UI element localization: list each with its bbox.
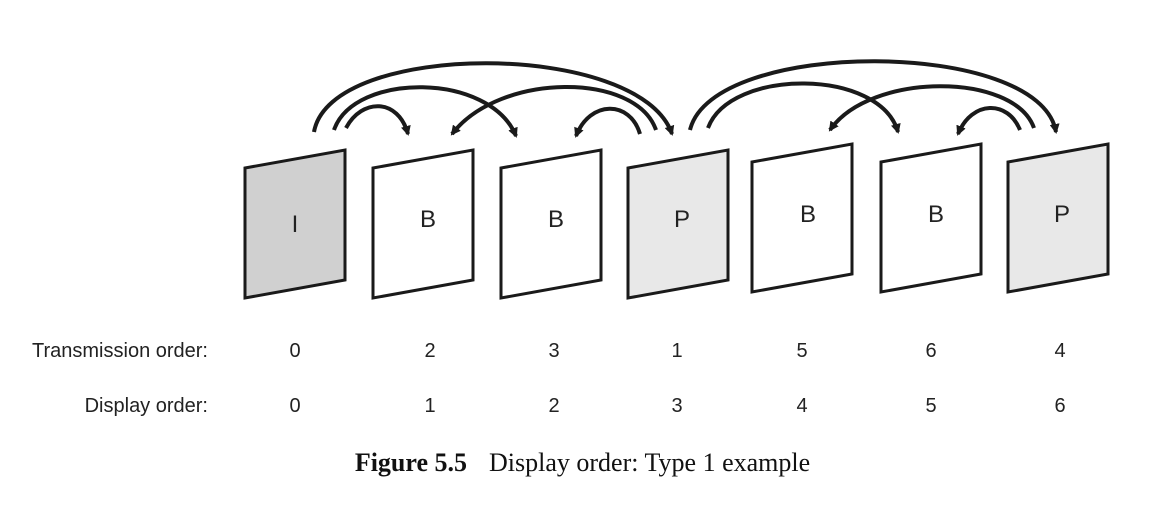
frame-5-shape <box>879 142 983 294</box>
arrow-P-to-P <box>688 59 1060 134</box>
frame-6-type: P <box>1054 201 1070 228</box>
arrow-P-to-B1 <box>450 85 658 136</box>
frame-5: B <box>879 142 983 294</box>
display-order-value: 4 <box>796 395 808 417</box>
frame-2-shape <box>499 148 603 300</box>
frame-4-shape <box>750 142 854 294</box>
display-order-value: 0 <box>289 395 301 417</box>
frame-5-type: B <box>928 201 944 228</box>
arrow-P-to-B4 <box>706 81 901 134</box>
arrow-P-to-B2 <box>574 106 642 138</box>
display-order-value: 3 <box>671 395 683 417</box>
display-order-value: 5 <box>925 395 937 417</box>
frame-0-shape <box>243 148 347 300</box>
transmission-order-value: 4 <box>1054 340 1066 362</box>
frame-1-type: B <box>420 206 436 233</box>
transmission-order-value: 1 <box>671 340 683 362</box>
frame-6: P <box>1006 142 1110 294</box>
arrow-P6-to-B4 <box>828 84 1036 132</box>
figure-caption-text: Display order: Type 1 example <box>489 448 811 477</box>
transmission-order-value: 0 <box>289 340 301 362</box>
frame-1: B <box>371 148 475 300</box>
frame-sequence-diagram: I B B P B B P <box>243 59 1110 300</box>
frame-6-shape <box>1006 142 1110 294</box>
display-order-value: 1 <box>424 395 436 417</box>
frame-2: B <box>499 148 603 300</box>
frame-3-type: P <box>674 206 690 233</box>
display-order-label: Display order: <box>84 395 208 417</box>
frame-0: I <box>243 148 347 300</box>
transmission-order-value: 3 <box>548 340 560 362</box>
display-order-value: 6 <box>1054 395 1066 417</box>
frame-3-shape <box>626 148 730 300</box>
arrow-I-to-B1 <box>344 104 411 136</box>
transmission-order-value: 5 <box>796 340 808 362</box>
figure-number: Figure 5.5 <box>354 448 467 477</box>
arrow-I-to-B2 <box>332 85 518 138</box>
frame-1-shape <box>371 148 475 300</box>
frame-4-type: B <box>800 201 816 228</box>
display-order-value: 2 <box>548 395 560 417</box>
arrow-P6-to-B5 <box>956 106 1022 136</box>
transmission-order-value: 6 <box>925 340 937 362</box>
transmission-order-label: Transmission order: <box>32 340 208 362</box>
frame-0-type: I <box>292 211 299 238</box>
prediction-arrows <box>312 59 1060 138</box>
arrow-I-to-P <box>312 61 675 136</box>
frame-2-type: B <box>548 206 564 233</box>
figure-caption: Figure 5.5 Display order: Type 1 example <box>0 448 1165 478</box>
frame-4: B <box>750 142 854 294</box>
frame-3: P <box>626 148 730 300</box>
transmission-order-value: 2 <box>424 340 436 362</box>
